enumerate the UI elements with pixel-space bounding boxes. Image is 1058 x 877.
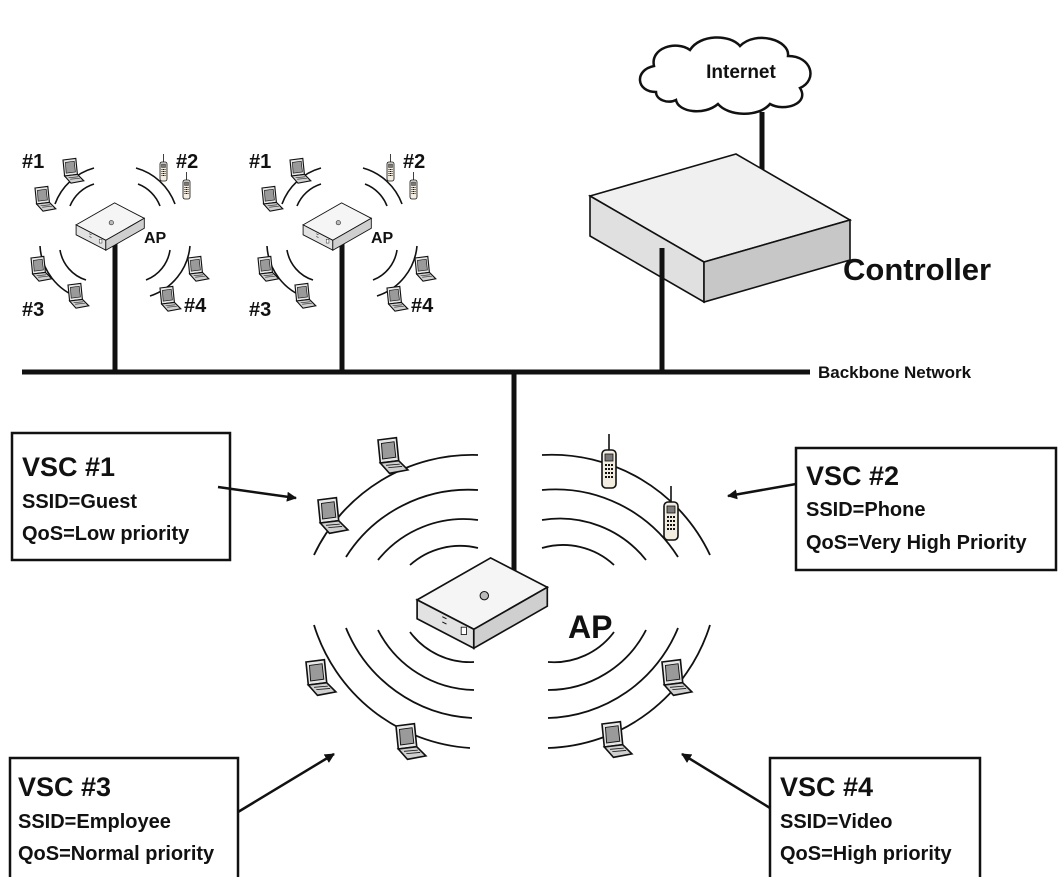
small-ap-1-client-4: #4 xyxy=(184,295,207,317)
phone-icon xyxy=(601,433,617,489)
vsc-2-title: VSC #2 xyxy=(806,461,899,491)
small-ap-2-client-1: #1 xyxy=(249,151,271,173)
controller-device xyxy=(587,153,853,304)
backbone-label: Backbone Network xyxy=(818,363,972,382)
vsc-3-arrow xyxy=(237,752,335,814)
main-ap-waves xyxy=(313,453,711,749)
small-ap-2-client-4: #4 xyxy=(411,295,434,317)
vsc-4-qos: QoS=High priority xyxy=(780,843,953,865)
vsc-1-arrow xyxy=(217,485,297,502)
small-ap-1-label: AP xyxy=(144,230,167,247)
vsc-3-title: VSC #3 xyxy=(18,772,111,802)
laptop-icon xyxy=(377,436,409,475)
vsc-1-qos: QoS=Low priority xyxy=(22,523,190,545)
vsc-1-box: VSC #1 SSID=Guest QoS=Low priority xyxy=(10,431,232,562)
vsc-2-box: VSC #2 SSID=Phone QoS=Very High Priority xyxy=(794,446,1058,572)
small-ap-2: AP #1 #2 #3 #4 xyxy=(249,151,437,372)
vsc-2-ssid: SSID=Phone xyxy=(806,499,925,521)
small-ap-2-client-3: #3 xyxy=(249,299,271,321)
vsc-4-ssid: SSID=Video xyxy=(780,811,892,833)
small-ap-1: AP #1 #2 #3 #4 xyxy=(22,151,210,372)
small-ap-1-client-1: #1 xyxy=(22,151,44,173)
laptop-icon xyxy=(395,722,427,761)
vsc-2-arrow xyxy=(727,482,797,500)
laptop-icon xyxy=(317,496,349,535)
internet-cloud: Internet xyxy=(638,36,812,115)
vsc-1-title: VSC #1 xyxy=(22,452,115,482)
vsc-4-arrow xyxy=(681,752,771,810)
controller-label: Controller xyxy=(843,252,991,287)
main-ap-device xyxy=(416,557,549,650)
vsc-1-ssid: SSID=Guest xyxy=(22,491,137,513)
vsc-3-ssid: SSID=Employee xyxy=(18,811,171,833)
phone-icon xyxy=(663,485,679,541)
vsc-4-box: VSC #4 SSID=Video QoS=High priority xyxy=(768,756,982,877)
small-ap-1-client-2: #2 xyxy=(176,151,198,173)
vsc-3-qos: QoS=Normal priority xyxy=(18,843,215,865)
vsc-4-title: VSC #4 xyxy=(780,772,873,802)
main-ap-label: AP xyxy=(568,609,612,645)
small-ap-1-client-3: #3 xyxy=(22,299,44,321)
laptop-icon xyxy=(661,658,693,697)
small-ap-2-label: AP xyxy=(371,230,394,247)
small-ap-2-client-2: #2 xyxy=(403,151,425,173)
internet-label: Internet xyxy=(706,62,776,83)
vsc-2-qos: QoS=Very High Priority xyxy=(806,532,1028,554)
vsc-3-box: VSC #3 SSID=Employee QoS=Normal priority xyxy=(8,756,240,877)
